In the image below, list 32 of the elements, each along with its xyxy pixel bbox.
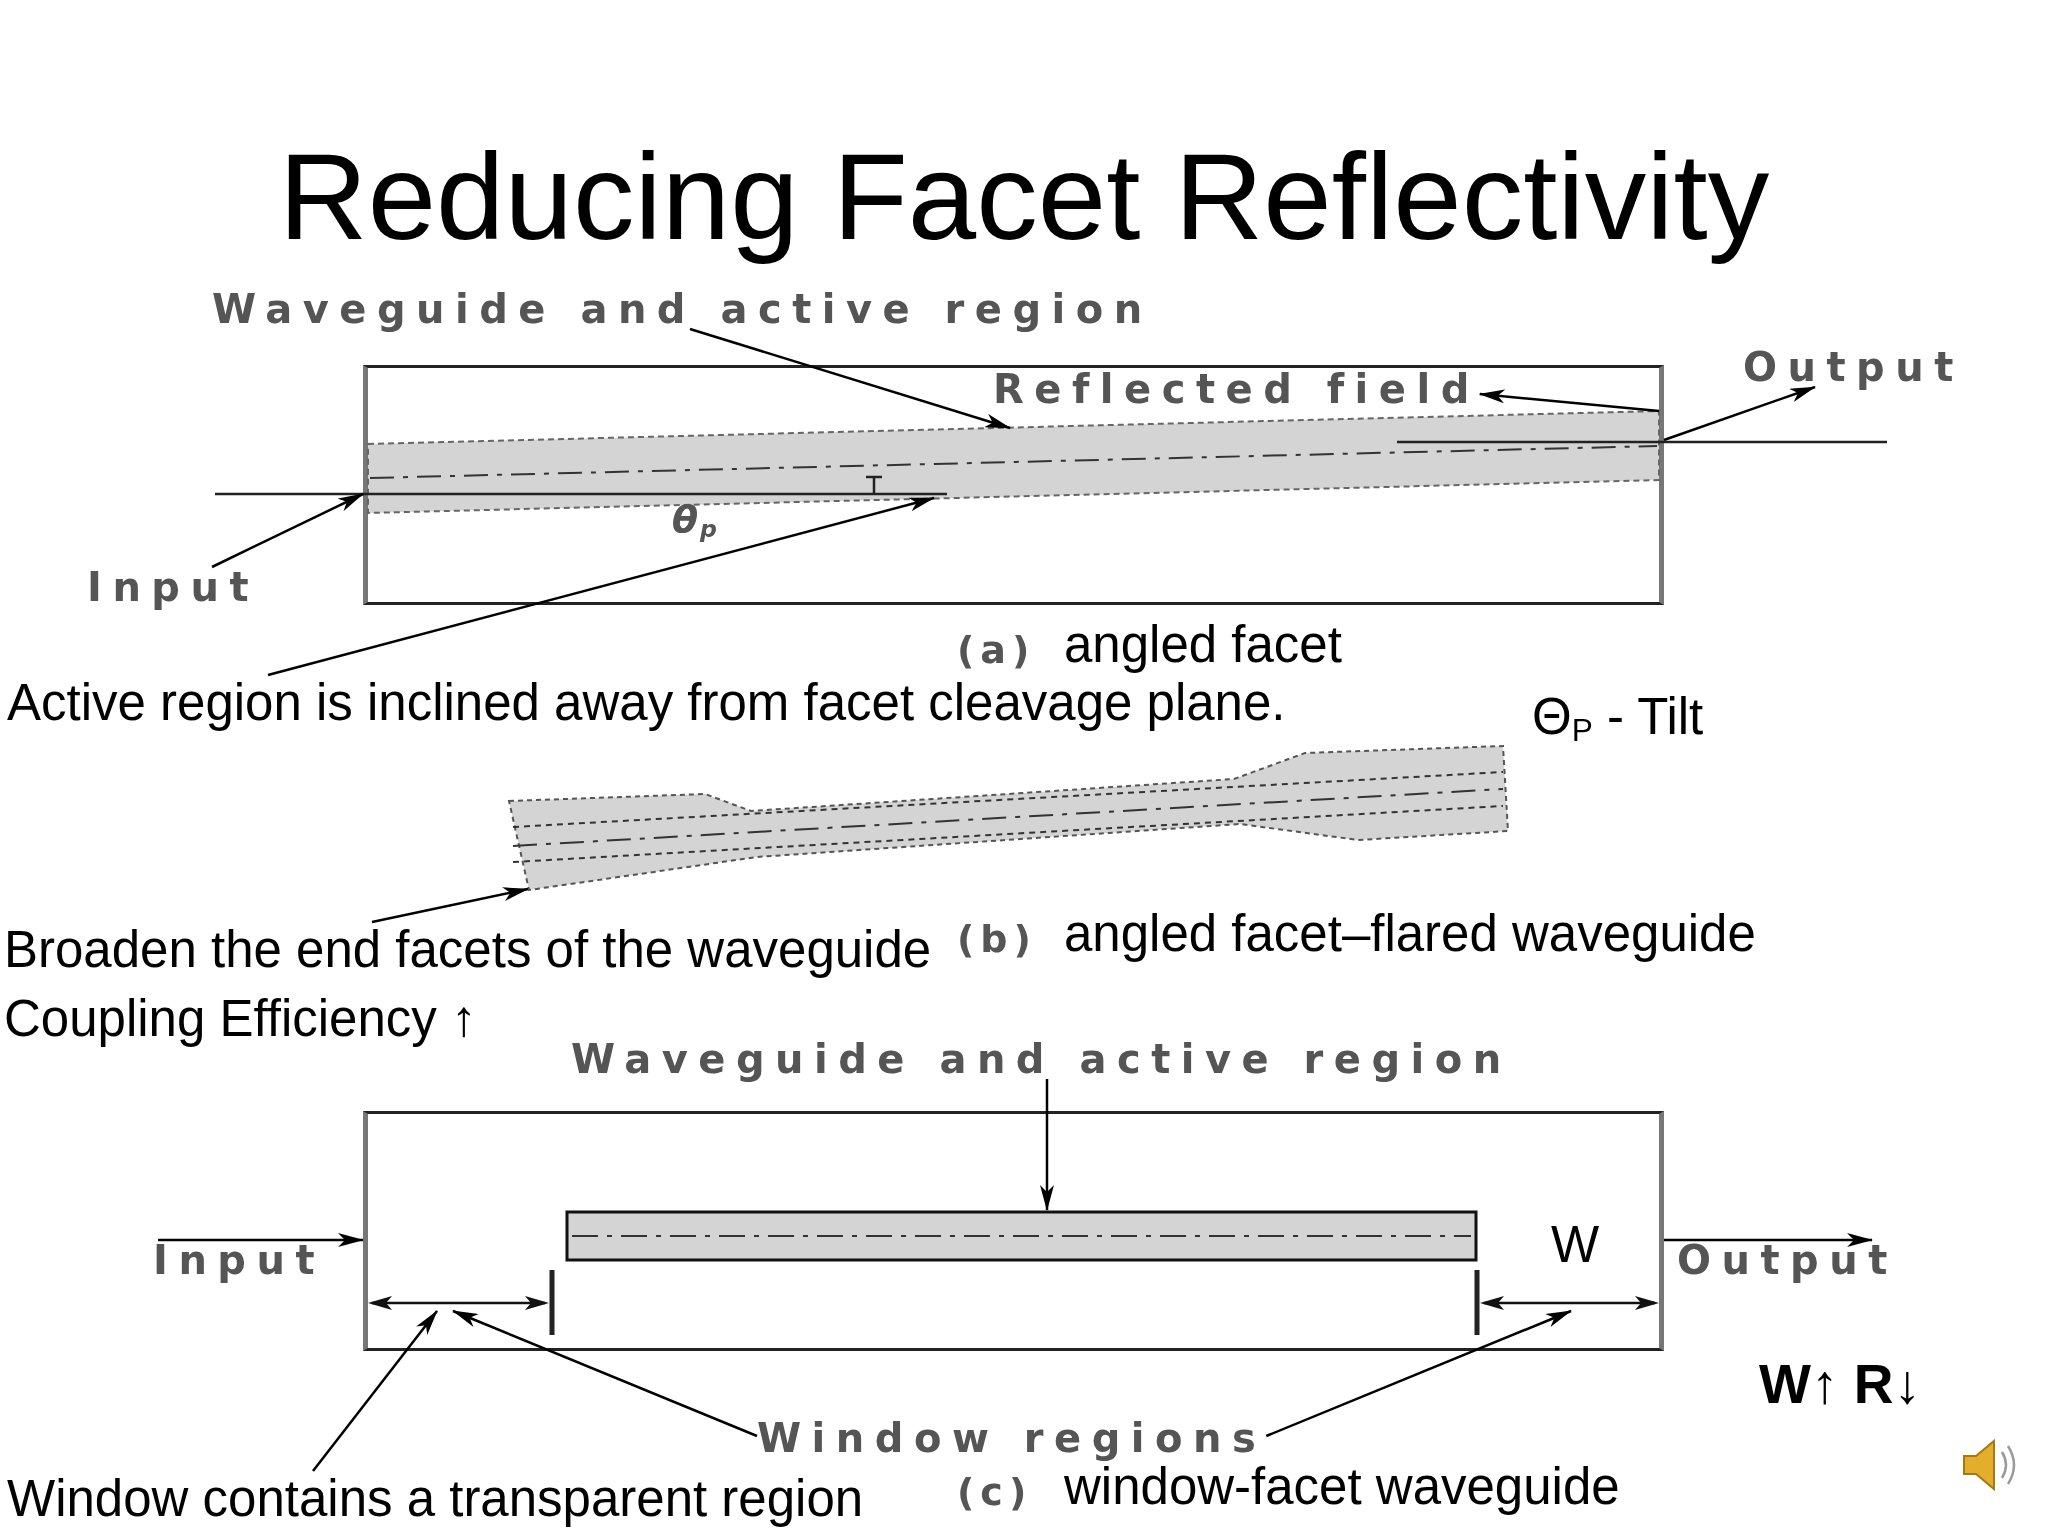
arrow — [1663, 385, 1816, 442]
arrow — [1664, 1233, 1873, 1247]
dimension-label: W — [1551, 1217, 1600, 1274]
arrow — [211, 492, 364, 569]
leader-line — [1265, 1309, 1572, 1438]
device-outline — [363, 365, 1664, 605]
leader-line — [312, 1310, 438, 1472]
leader-line — [689, 327, 1011, 430]
panel-letter: (c) — [957, 1473, 1033, 1511]
annotation-text: Θ$_{P}$ - Tilt — [1532, 689, 1704, 746]
arrow — [1478, 389, 1660, 413]
annotation-text: W↑ R↓ — [1759, 1354, 1921, 1415]
panel-caption: angled facet — [1064, 617, 1342, 674]
leader-line — [371, 887, 529, 924]
panel-letter: (b) — [957, 920, 1037, 958]
field-label: Reflected field — [993, 369, 1480, 409]
annotation-text: Active region is inclined away from facet cleavage plane. — [7, 675, 1286, 732]
arrow — [1040, 1079, 1054, 1211]
dimension-line — [1480, 1295, 1659, 1311]
annotation-text: Coupling Efficiency ↑ — [4, 991, 477, 1048]
dimension-line — [368, 1295, 549, 1311]
slide-title: Reducing Facet Reflectivity — [278, 129, 1770, 265]
panel-caption: angled facet–flared waveguide — [1064, 906, 1756, 963]
flared-waveguide — [507, 744, 1510, 892]
leader-line — [452, 1309, 758, 1438]
arrow — [158, 1233, 364, 1247]
leader-line — [267, 496, 935, 677]
device-outline — [363, 1111, 1664, 1351]
panel-letter: (a) — [957, 631, 1036, 669]
annotation-text: Broaden the end facets of the waveguide — [4, 922, 932, 979]
annotation-text: Window contains a transparent region — [7, 1471, 864, 1528]
waveguide-strip — [565, 1210, 1478, 1262]
